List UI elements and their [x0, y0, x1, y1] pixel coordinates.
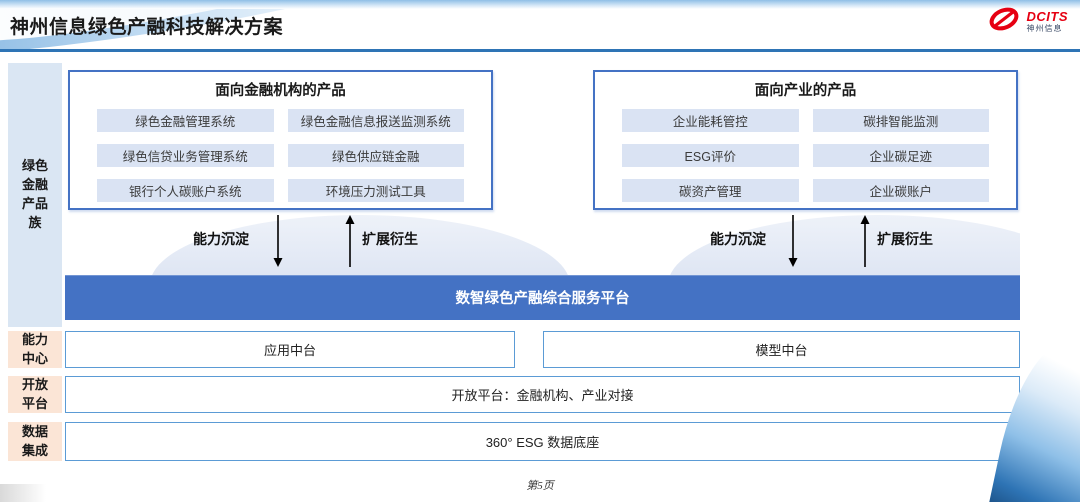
product-group-financial-title: 面向金融机构的产品	[215, 83, 346, 99]
product-group-industry: 面向产业的产品 企业能耗管控 碳排智能监测 ESG评价 企业碳足迹 碳资产管理 …	[593, 70, 1018, 210]
page-title: 神州信息绿色产融科技解决方案	[10, 17, 284, 38]
flow-label-extension-right: 扩展衍生	[877, 231, 933, 247]
product-item: 碳排智能监测	[812, 109, 989, 132]
product-item: 碳资产管理	[622, 179, 799, 202]
flow-label-extension-left: 扩展衍生	[362, 231, 418, 247]
logo-brand-cn: 神州信息	[1026, 24, 1063, 33]
flow-zone	[65, 210, 1020, 275]
platform-bar: 数智绿色产融综合服务平台	[65, 275, 1020, 320]
box-model-middle-platform: 模型中台	[543, 331, 1020, 368]
company-logo: DCITS 神州信息	[988, 6, 1069, 37]
product-item: 企业能耗管控	[622, 109, 799, 132]
product-group-industry-title: 面向产业的产品	[754, 83, 857, 99]
product-group-financial: 面向金融机构的产品 绿色金融管理系统 绿色金融信息报送监测系统 绿色信贷业务管理…	[68, 70, 493, 210]
dcits-swirl-icon	[988, 6, 1022, 37]
header-top-band-decor	[0, 0, 1080, 9]
sidebar-label-open-platform: 开放平台	[8, 376, 62, 413]
arrow-up-icon	[345, 215, 355, 272]
sidebar-label-product-family-text: 绿色金融产品族	[22, 158, 49, 230]
product-item: ESG评价	[622, 144, 799, 167]
sidebar-label-open-platform-text: 开放平台	[22, 376, 49, 411]
product-item: 企业碳账户	[812, 179, 989, 202]
product-group-industry-grid: 企业能耗管控 碳排智能监测 ESG评价 企业碳足迹 碳资产管理 企业碳账户	[622, 109, 989, 202]
logo-text: DCITS 神州信息	[1027, 10, 1069, 33]
arrow-down-icon	[273, 215, 283, 272]
product-item: 绿色金融管理系统	[97, 109, 274, 132]
arrow-up-icon	[860, 215, 870, 272]
sidebar-label-capability-center-text: 能力中心	[22, 331, 49, 366]
box-open-platform: 开放平台：金融机构、产业对接	[65, 376, 1020, 413]
sidebar-label-data-integration: 数据集成	[8, 422, 62, 461]
flow-label-capability-left: 能力沉淀	[193, 231, 249, 247]
sidebar-label-product-family: 绿色金融产品族	[8, 63, 62, 327]
page-number: 第5页	[526, 480, 554, 492]
flow-label-capability-right: 能力沉淀	[710, 231, 766, 247]
sidebar-label-capability-center: 能力中心	[8, 331, 62, 368]
product-item: 银行个人碳账户系统	[97, 179, 274, 202]
product-item: 环境压力测试工具	[287, 179, 464, 202]
product-group-financial-grid: 绿色金融管理系统 绿色金融信息报送监测系统 绿色信贷业务管理系统 绿色供应链金融…	[97, 109, 464, 202]
product-item: 绿色金融信息报送监测系统	[287, 109, 464, 132]
logo-brand: DCITS	[1026, 9, 1068, 24]
product-item: 企业碳足迹	[812, 144, 989, 167]
arrow-down-icon	[788, 215, 798, 272]
product-item: 绿色供应链金融	[287, 144, 464, 167]
product-item: 绿色信贷业务管理系统	[97, 144, 274, 167]
corner-gray-decor	[0, 484, 46, 502]
sidebar-label-data-integration-text: 数据集成	[22, 423, 49, 458]
header-divider-line	[0, 49, 1080, 52]
box-application-middle-platform: 应用中台	[65, 331, 515, 368]
box-esg-data-base: 360° ESG 数据底座	[65, 422, 1020, 461]
slide-header: 神州信息绿色产融科技解决方案 DCITS 神州信息	[0, 0, 1080, 49]
